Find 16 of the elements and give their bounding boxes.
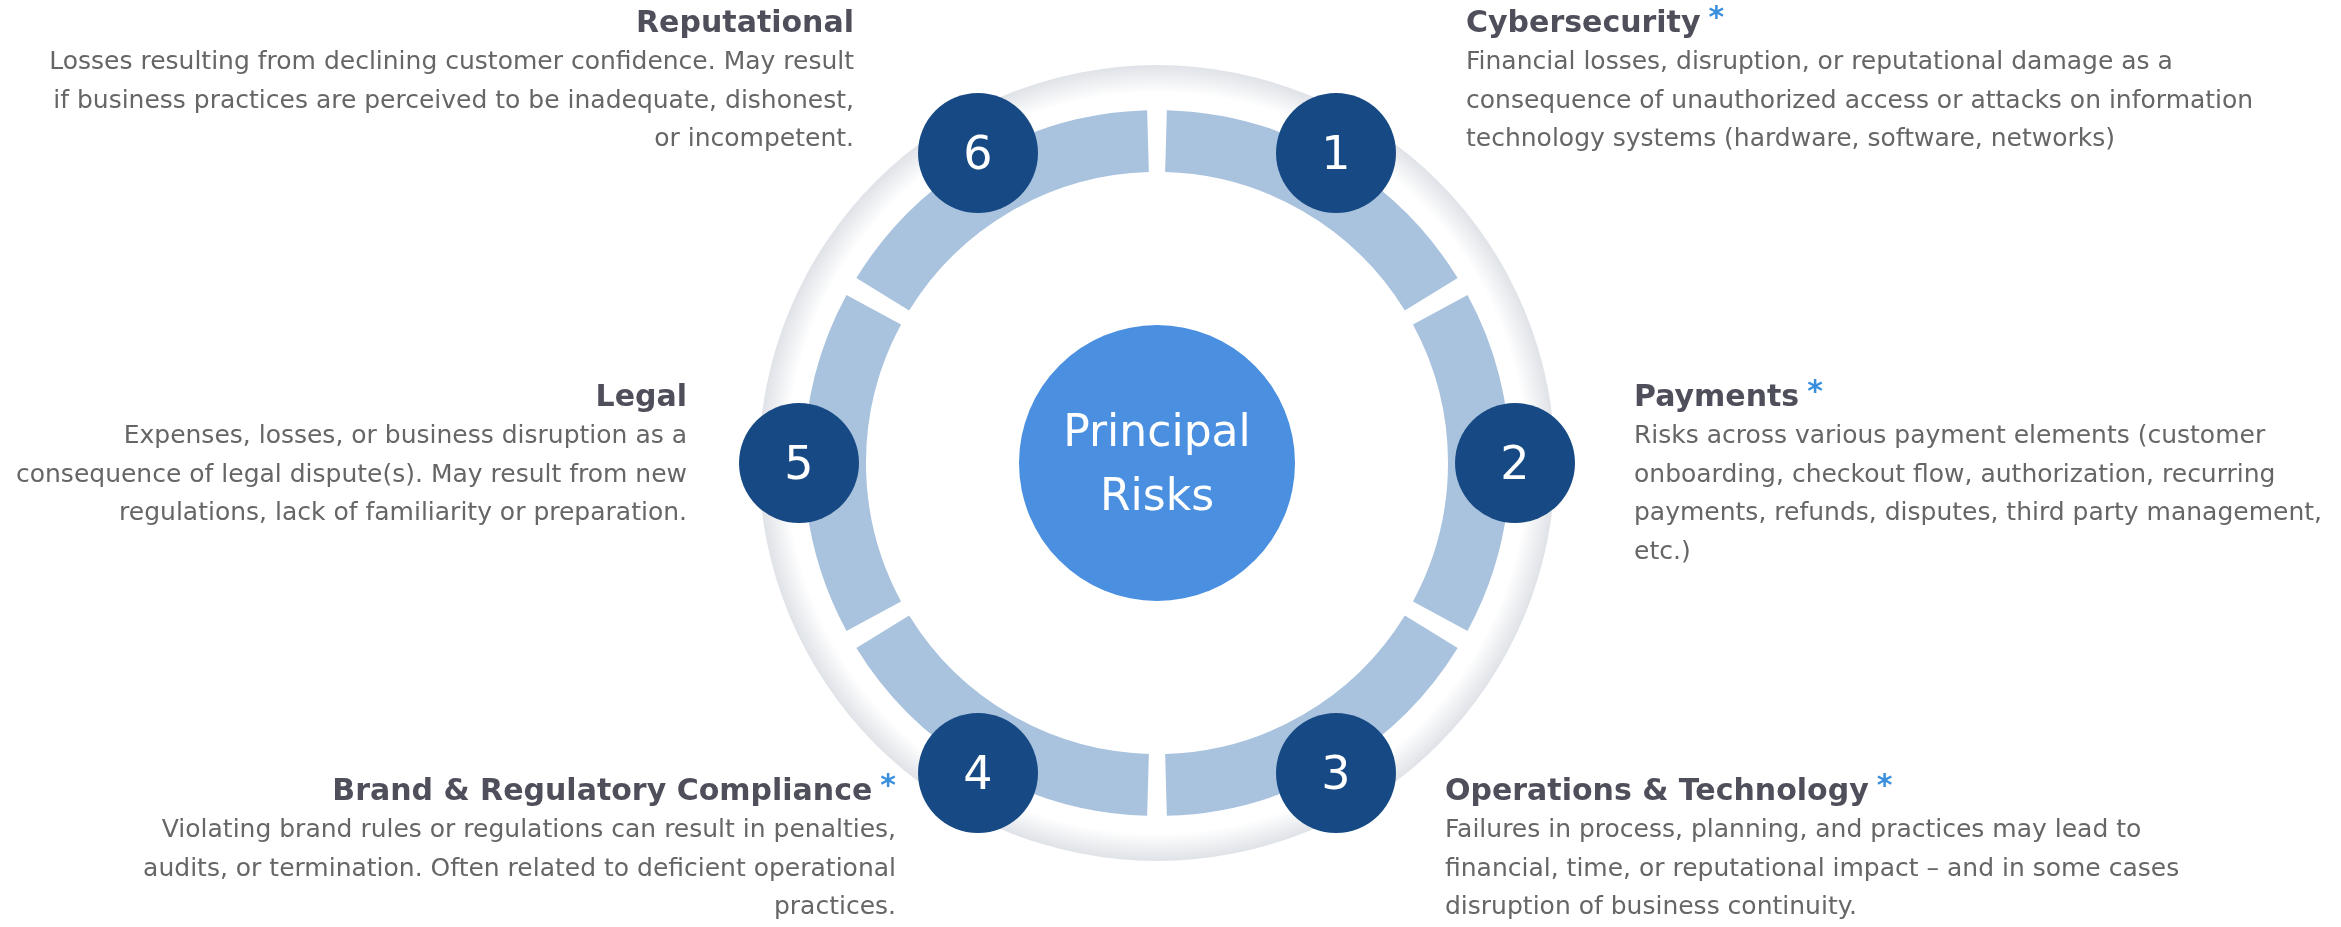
risk-description: Risks across various payment elements (customer onboarding, checkout flow, authorization, recurring payments, refunds, disputes, third party management, etc.)	[1634, 419, 2323, 567]
risk-description: Violating brand rules or regulations can result in penalties, audits, or termination. Often related to deficient operational practices.	[142, 813, 896, 922]
risk-heading: Reputational	[636, 3, 854, 41]
asterisk-mark: *	[1807, 376, 1823, 406]
risk-heading: Payments	[1634, 377, 1800, 415]
risk-description: Expenses, losses, or business disruption as a consequence of legal dispute(s). May result from new regulations, lack of familiarity or preparation.	[14, 419, 687, 528]
risk-description: Financial losses, disruption, or reputational damage as a consequence of unauthorized access or attacks on information technology systems (hardware, software, networks)	[1466, 45, 2255, 154]
risk-description: Losses resulting from declining customer confidence. May result if business practices are perceived to be inadequate, dishonest, or incompetent.	[48, 45, 854, 154]
asterisk-mark: *	[1876, 770, 1893, 800]
risk-heading: Legal	[595, 377, 687, 415]
risk-heading: Brand & Regulatory Compliance	[332, 771, 873, 809]
risk-description: Failures in process, planning, and practices may lead to financial, time, or reputational impact – and in some cases disruption of business continuity.	[1445, 813, 2181, 922]
asterisk-mark: *	[880, 770, 896, 800]
risk-heading: Operations & Technology	[1445, 771, 1869, 809]
asterisk-mark: *	[1708, 2, 1725, 32]
risk-heading: Cybersecurity	[1466, 3, 1701, 41]
